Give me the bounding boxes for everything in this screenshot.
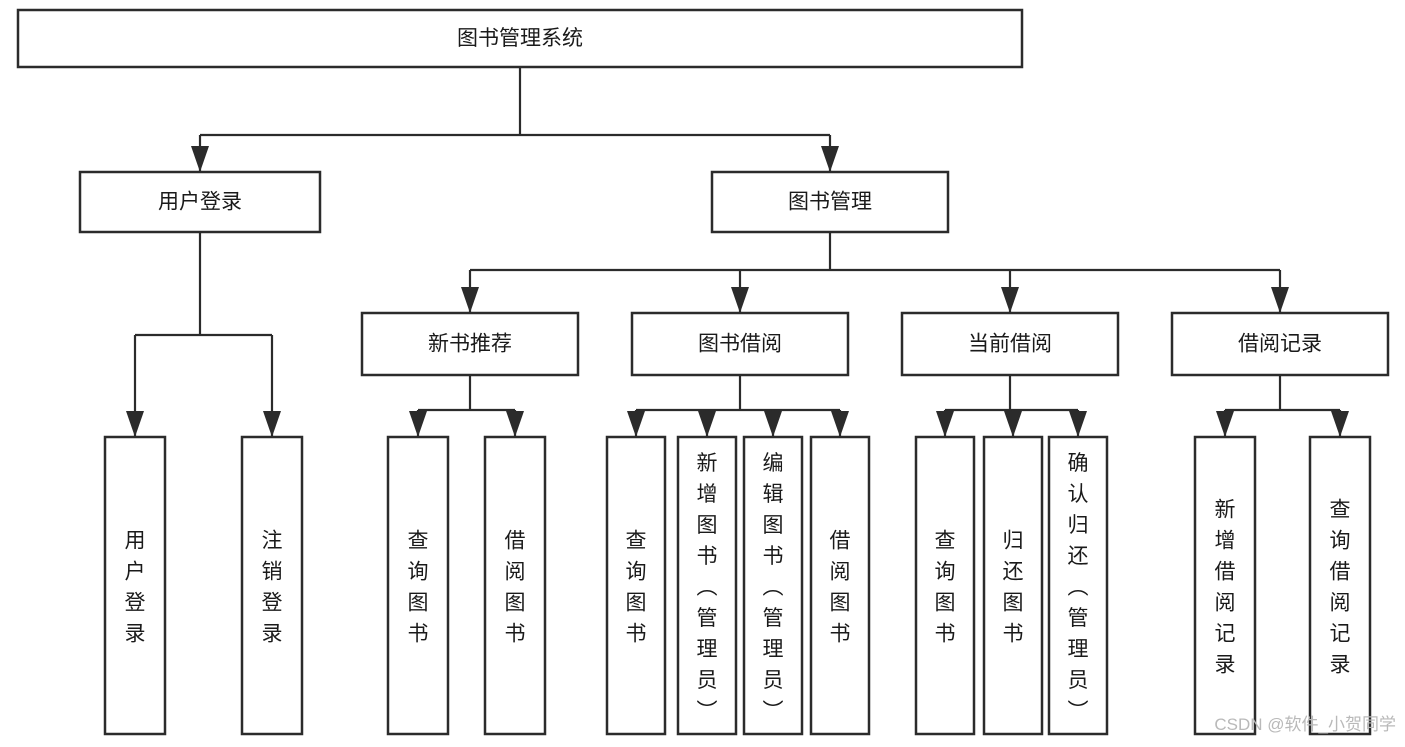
node-layer: 图书管理系统用户登录用户登录注销登录图书管理新书推荐查询图书借阅图书图书借阅查询… [16, 8, 1390, 736]
node-new-book-recommend[interactable]: 新书推荐 [360, 311, 580, 377]
node-label-current-borrow: 当前借阅 [968, 333, 1052, 356]
node-bb-query-book[interactable]: 查询图书 [605, 435, 667, 736]
arrow-head-icon-user-login [191, 146, 209, 172]
arrow-head-icon-bb-edit-book [764, 411, 782, 437]
node-label-user-logout: 注销登录 [262, 530, 283, 646]
node-root[interactable]: 图书管理系统 [16, 8, 1024, 69]
arrow-head-icon-bb-add-book [698, 411, 716, 437]
node-label-bb-query-book: 查询图书 [626, 530, 647, 646]
node-label-book-borrow: 图书借阅 [698, 333, 782, 356]
node-label-borrow-record: 借阅记录 [1238, 333, 1322, 356]
node-bb-add-book[interactable]: 新增图书︵管理员︶ [676, 435, 738, 736]
arrow-head-icon-bb-query-book [627, 411, 645, 437]
arrow-head-icon-cb-query-book [936, 411, 954, 437]
node-label-br-add-record: 新增借阅记录 [1215, 499, 1236, 677]
node-cb-confirm-return[interactable]: 确认归还︵管理员︶ [1047, 435, 1109, 736]
arrow-head-icon-current-borrow [1001, 287, 1019, 313]
node-box-br-query-record [1308, 435, 1372, 736]
node-label-bb-borrow-book: 借阅图书 [830, 530, 851, 646]
node-label-book-manage: 图书管理 [788, 191, 872, 214]
node-label-cb-return-book: 归还图书 [1003, 530, 1024, 646]
node-box-root [16, 8, 1024, 69]
node-nbr-borrow-book[interactable]: 借阅图书 [483, 435, 547, 736]
node-br-query-record[interactable]: 查询借阅记录 [1308, 435, 1372, 736]
node-box-nbr-query-book [386, 435, 450, 736]
node-current-borrow[interactable]: 当前借阅 [900, 311, 1120, 377]
node-br-add-record[interactable]: 新增借阅记录 [1193, 435, 1257, 736]
node-label-user-login: 用户登录 [158, 191, 242, 214]
node-cb-return-book[interactable]: 归还图书 [982, 435, 1044, 736]
node-box-cb-confirm-return [1047, 435, 1109, 736]
node-box-book-borrow [630, 311, 850, 377]
arrow-head-icon-book-borrow [731, 287, 749, 313]
node-label-nbr-query-book: 查询图书 [408, 530, 429, 646]
node-box-cb-query-book [914, 435, 976, 736]
node-user-logout[interactable]: 注销登录 [240, 435, 304, 736]
arrow-head-icon-bb-borrow-book [831, 411, 849, 437]
arrow-head-icon-nbr-borrow-book [506, 411, 524, 437]
node-label-nbr-borrow-book: 借阅图书 [505, 530, 526, 646]
connector-layer [126, 67, 1349, 437]
node-user-login-do[interactable]: 用户登录 [103, 435, 167, 736]
arrow-head-icon-br-add-record [1216, 411, 1234, 437]
node-nbr-query-book[interactable]: 查询图书 [386, 435, 450, 736]
arrow-head-icon-user-logout [263, 411, 281, 437]
node-label-user-login-do: 用户登录 [125, 530, 146, 646]
node-box-bb-edit-book [742, 435, 804, 736]
node-box-br-add-record [1193, 435, 1257, 736]
node-box-current-borrow [900, 311, 1120, 377]
arrow-head-icon-cb-return-book [1004, 411, 1022, 437]
arrow-head-icon-cb-confirm-return [1069, 411, 1087, 437]
node-box-bb-borrow-book [809, 435, 871, 736]
node-label-br-query-record: 查询借阅记录 [1330, 499, 1351, 677]
arrow-head-icon-user-login-do [126, 411, 144, 437]
node-box-new-book-recommend [360, 311, 580, 377]
arrow-head-icon-borrow-record [1271, 287, 1289, 313]
node-label-bb-edit-book: 编辑图书︵管理员︶ [763, 452, 784, 723]
node-box-borrow-record [1170, 311, 1390, 377]
arrow-head-icon-new-book-recommend [461, 287, 479, 313]
node-box-book-manage [710, 170, 950, 234]
node-user-login[interactable]: 用户登录 [78, 170, 322, 234]
arrow-head-icon-nbr-query-book [409, 411, 427, 437]
node-bb-borrow-book[interactable]: 借阅图书 [809, 435, 871, 736]
node-label-cb-confirm-return: 确认归还︵管理员︶ [1068, 452, 1089, 723]
node-label-root: 图书管理系统 [457, 27, 583, 50]
node-book-borrow[interactable]: 图书借阅 [630, 311, 850, 377]
node-borrow-record[interactable]: 借阅记录 [1170, 311, 1390, 377]
arrow-head-icon-book-manage [821, 146, 839, 172]
node-cb-query-book[interactable]: 查询图书 [914, 435, 976, 736]
node-label-cb-query-book: 查询图书 [935, 530, 956, 646]
node-box-bb-add-book [676, 435, 738, 736]
node-book-manage[interactable]: 图书管理 [710, 170, 950, 234]
node-box-user-login [78, 170, 322, 234]
node-box-user-login-do [103, 435, 167, 736]
node-box-user-logout [240, 435, 304, 736]
node-box-cb-return-book [982, 435, 1044, 736]
node-box-nbr-borrow-book [483, 435, 547, 736]
node-label-new-book-recommend: 新书推荐 [428, 333, 512, 356]
csdn-watermark: CSDN @软件_小贺同学 [1214, 715, 1396, 734]
arrow-head-icon-br-query-record [1331, 411, 1349, 437]
node-label-bb-add-book: 新增图书︵管理员︶ [697, 452, 718, 723]
node-box-bb-query-book [605, 435, 667, 736]
node-bb-edit-book[interactable]: 编辑图书︵管理员︶ [742, 435, 804, 736]
